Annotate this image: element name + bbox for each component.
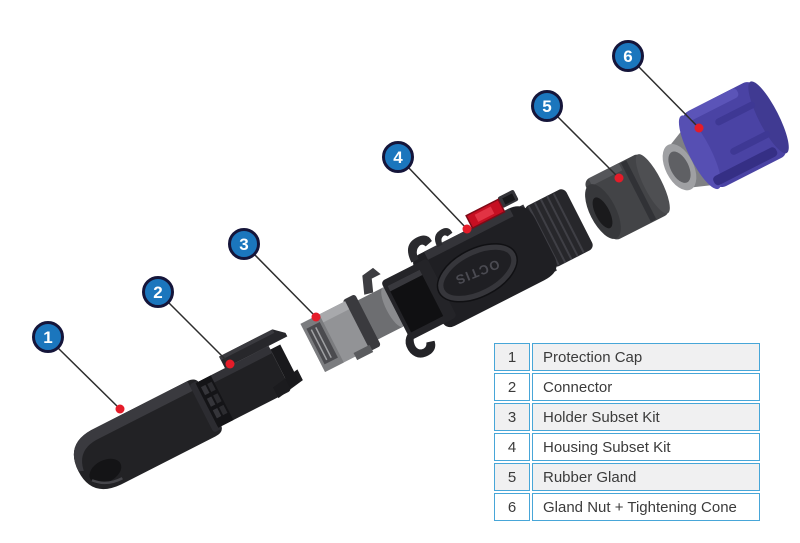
callout-3: 3 <box>228 228 321 322</box>
legend-row-label: Connector <box>532 373 760 401</box>
legend-row-number: 2 <box>494 373 530 401</box>
leader-dot <box>311 312 321 322</box>
legend-row-number: 3 <box>494 403 530 431</box>
callout-6: 6 <box>612 40 704 133</box>
protection-cap-illustration <box>73 379 222 490</box>
leader-line <box>167 301 231 365</box>
legend-row-number: 1 <box>494 343 530 371</box>
callout-number: 5 <box>542 97 551 116</box>
legend-row-number: 5 <box>494 463 530 491</box>
callout-number: 2 <box>153 283 162 302</box>
callout-4: 4 <box>382 141 472 234</box>
legend-row-label: Rubber Gland <box>532 463 760 491</box>
legend-row: 1 Protection Cap <box>494 343 760 371</box>
legend-row: 3 Holder Subset Kit <box>494 403 760 431</box>
legend-row-label: Holder Subset Kit <box>532 403 760 431</box>
leader-dot <box>115 404 125 414</box>
callout-badge <box>531 90 563 122</box>
legend-row: 2 Connector <box>494 373 760 401</box>
legend-row: 4 Housing Subset Kit <box>494 433 760 461</box>
legend-table: 1 Protection Cap 2 Connector 3 Holder Su… <box>492 341 762 523</box>
leader-dot <box>694 123 704 133</box>
callout-badge <box>382 141 414 173</box>
legend-row: 6 Gland Nut + Tightening Cone <box>494 493 760 521</box>
housing-subset-kit-illustration: OCTIS <box>382 189 593 358</box>
callout-number: 6 <box>623 47 632 66</box>
leader-line <box>557 116 620 179</box>
rubber-gland-illustration <box>585 154 670 240</box>
callout-badge <box>142 276 174 308</box>
callout-number: 3 <box>239 235 248 254</box>
callout-badge <box>32 321 64 353</box>
legend-row-label: Gland Nut + Tightening Cone <box>532 493 760 521</box>
callout-number: 4 <box>393 148 403 167</box>
gland-nut-tightening-cone-illustration <box>662 81 789 191</box>
callout-badge <box>612 40 644 72</box>
leader-line <box>637 65 700 129</box>
callout-2: 2 <box>142 276 235 369</box>
leader-line <box>57 347 121 410</box>
connector-illustration <box>195 329 303 428</box>
callout-badge <box>228 228 260 260</box>
callout-1: 1 <box>32 321 125 414</box>
legend-row-number: 6 <box>494 493 530 521</box>
leader-dot <box>614 173 624 183</box>
leader-line <box>407 166 468 230</box>
leader-dot <box>225 359 235 369</box>
legend-row-label: Housing Subset Kit <box>532 433 760 461</box>
legend-row-label: Protection Cap <box>532 343 760 371</box>
callout-number: 1 <box>43 328 52 347</box>
callout-5: 5 <box>531 90 624 183</box>
legend-row: 5 Rubber Gland <box>494 463 760 491</box>
leader-dot <box>462 224 472 234</box>
leader-line <box>253 253 317 318</box>
legend-row-number: 4 <box>494 433 530 461</box>
